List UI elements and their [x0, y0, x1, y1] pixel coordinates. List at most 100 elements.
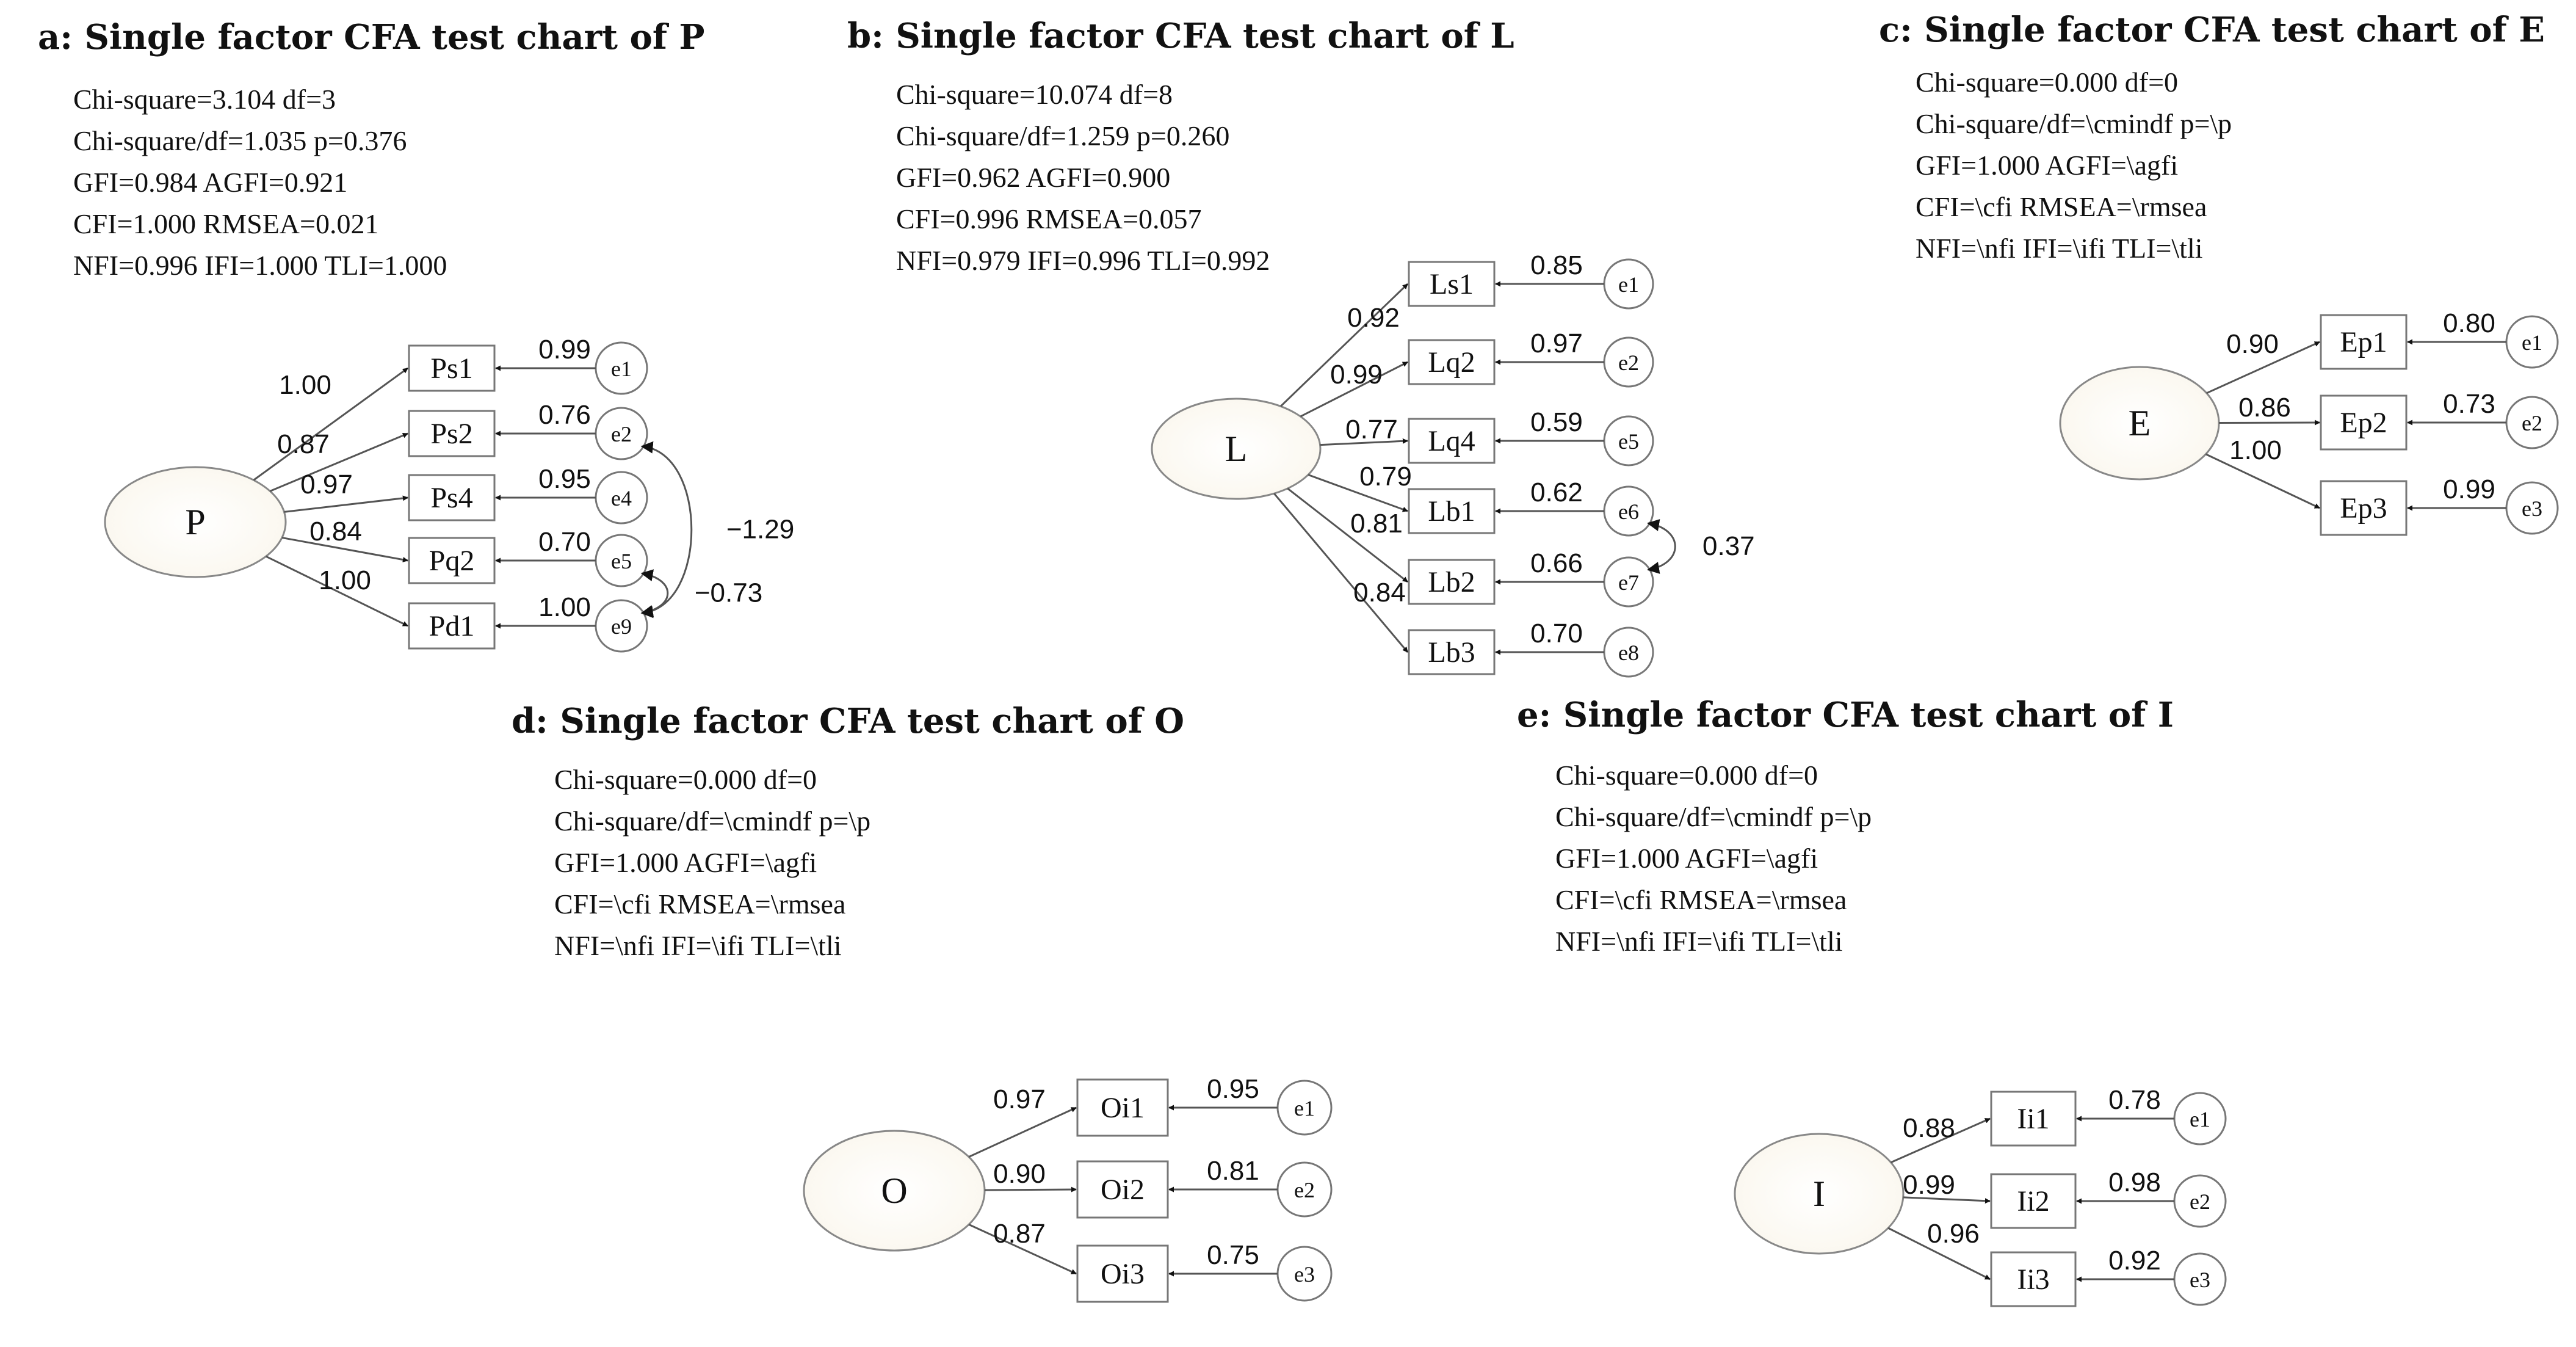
error-label: e5 [611, 549, 632, 573]
loading-path [1320, 438, 1408, 446]
fit-statistic: CFI=\cfi RMSEA=\rmsea [1916, 191, 2207, 222]
error-label: e9 [611, 614, 632, 639]
loading-path [253, 367, 408, 481]
loading-path [284, 495, 408, 513]
panel-title: c: Single factor CFA test chart of E [1879, 10, 2545, 50]
fit-statistic: NFI=0.996 IFI=1.000 TLI=1.000 [73, 250, 447, 281]
loading-path [968, 1223, 1077, 1275]
indicator-label: Ep2 [2340, 407, 2387, 439]
error-label: e2 [1294, 1178, 1315, 1202]
fit-statistic: GFI=1.000 AGFI=\agfi [1555, 843, 1818, 874]
error-label: e1 [2190, 1107, 2210, 1131]
fit-statistic: CFI=\cfi RMSEA=\rmsea [1555, 884, 1847, 915]
latent-factor-E [2059, 366, 2220, 481]
error-coefficient: 0.62 [1530, 477, 1583, 507]
error-label: e3 [2190, 1268, 2210, 1292]
error-coefficient: 0.99 [538, 335, 591, 365]
indicator-box-Lb1 [1408, 488, 1496, 534]
latent-factor-label: L [1225, 429, 1248, 469]
indicator-box-Oi3 [1076, 1244, 1169, 1303]
indicator-box-Oi1 [1076, 1078, 1169, 1137]
error-coefficient: 0.99 [2443, 474, 2495, 504]
latent-factor-label: E [2129, 403, 2151, 443]
loading-path [1273, 493, 1409, 653]
loading-path [1308, 474, 1408, 512]
error-label: e1 [1294, 1096, 1315, 1120]
factor-loading: 0.99 [1330, 360, 1383, 390]
panel-title: e: Single factor CFA test chart of I [1517, 695, 2174, 735]
indicator-label: Ii1 [2017, 1103, 2049, 1135]
error-coefficient: 0.80 [2443, 308, 2495, 338]
fit-statistic: Chi-square/df=\cmindf p=\p [554, 805, 870, 837]
error-label: e4 [611, 486, 632, 510]
indicator-box-Ii3 [1990, 1251, 2077, 1307]
indicator-label: Ps2 [430, 418, 472, 450]
error-coefficient: 0.78 [2108, 1085, 2161, 1115]
indicator-box-Ep3 [2320, 480, 2408, 536]
factor-loading: 0.90 [2226, 329, 2279, 359]
factor-loading: 1.00 [279, 370, 331, 400]
indicator-label: Oi3 [1101, 1258, 1145, 1290]
fit-statistic: Chi-square=0.000 df=0 [1916, 67, 2178, 98]
indicator-box-Lb3 [1408, 629, 1496, 675]
panel-e: e: Single factor CFA test chart of IChi-… [1517, 695, 2227, 1307]
indicator-label: Lb1 [1428, 495, 1475, 528]
indicator-label: Ps4 [430, 482, 472, 514]
error-coefficient: 0.98 [2108, 1167, 2161, 1197]
fit-statistic: NFI=\nfi IFI=\ifi TLI=\tli [1916, 233, 2203, 264]
factor-loading: 0.97 [300, 470, 353, 499]
error-label: e3 [1294, 1262, 1315, 1287]
error-label: e1 [2522, 330, 2542, 355]
error-label: e2 [2522, 411, 2542, 435]
covariance-coefficient: 0.37 [1702, 531, 1755, 561]
indicator-box-Lq2 [1408, 339, 1496, 385]
error-coefficient: 0.85 [1530, 250, 1583, 280]
fit-statistic: GFI=1.000 AGFI=\agfi [554, 847, 817, 878]
factor-loading: 0.92 [1347, 303, 1400, 333]
loading-path [2205, 453, 2320, 509]
factor-loading: 0.87 [993, 1219, 1046, 1249]
panel-b: b: Single factor CFA test chart of LChi-… [847, 16, 1755, 678]
indicator-box-Ep2 [2320, 394, 2408, 451]
indicator-box-Oi2 [1076, 1160, 1169, 1219]
covariance-path [640, 441, 693, 619]
fit-statistic: Chi-square=0.000 df=0 [554, 764, 817, 795]
indicator-label: Oi1 [1101, 1092, 1145, 1124]
fit-statistic: CFI=0.996 RMSEA=0.057 [896, 203, 1201, 234]
latent-factor-label: O [881, 1171, 907, 1211]
factor-loading: 1.00 [2229, 435, 2282, 465]
error-label: e8 [1618, 641, 1639, 665]
indicator-box-Ii1 [1990, 1091, 2077, 1147]
fit-statistic: Chi-square/df=1.035 p=0.376 [73, 125, 407, 156]
indicator-label: Lb2 [1428, 566, 1475, 598]
panel-a: a: Single factor CFA test chart of PChi-… [38, 17, 794, 653]
error-label: e1 [611, 357, 632, 381]
indicator-label: Ep1 [2340, 326, 2387, 358]
error-coefficient: 0.76 [538, 400, 591, 430]
loading-path [1887, 1227, 1991, 1280]
panel-d: d: Single factor CFA test chart of OChi-… [512, 701, 1333, 1303]
loading-path [269, 432, 408, 492]
error-label: e3 [2522, 496, 2542, 521]
error-coefficient: 0.81 [1207, 1156, 1259, 1186]
fit-statistic: NFI=0.979 IFI=0.996 TLI=0.992 [896, 245, 1270, 276]
indicator-box-Ii2 [1990, 1173, 2077, 1229]
loading-path [2206, 341, 2320, 394]
fit-statistic: Chi-square=10.074 df=8 [896, 79, 1173, 110]
error-coefficient: 0.73 [2443, 389, 2495, 419]
indicator-box-Ps4 [408, 474, 496, 521]
factor-loading: 0.84 [1353, 578, 1406, 608]
factor-loading: 1.00 [319, 565, 371, 595]
factor-loading: 0.88 [1903, 1113, 1955, 1143]
error-coefficient: 0.59 [1530, 407, 1583, 437]
error-label: e7 [1618, 570, 1639, 595]
fit-statistic: GFI=1.000 AGFI=\agfi [1916, 150, 2178, 181]
covariance-path [640, 569, 669, 617]
fit-statistic: CFI=1.000 RMSEA=0.021 [73, 208, 378, 239]
latent-factor-label: P [185, 502, 205, 542]
fit-statistic: Chi-square=3.104 df=3 [73, 84, 336, 115]
fit-statistic: GFI=0.962 AGFI=0.900 [896, 162, 1170, 193]
error-label: e2 [1618, 350, 1639, 375]
error-coefficient: 0.70 [1530, 619, 1583, 648]
